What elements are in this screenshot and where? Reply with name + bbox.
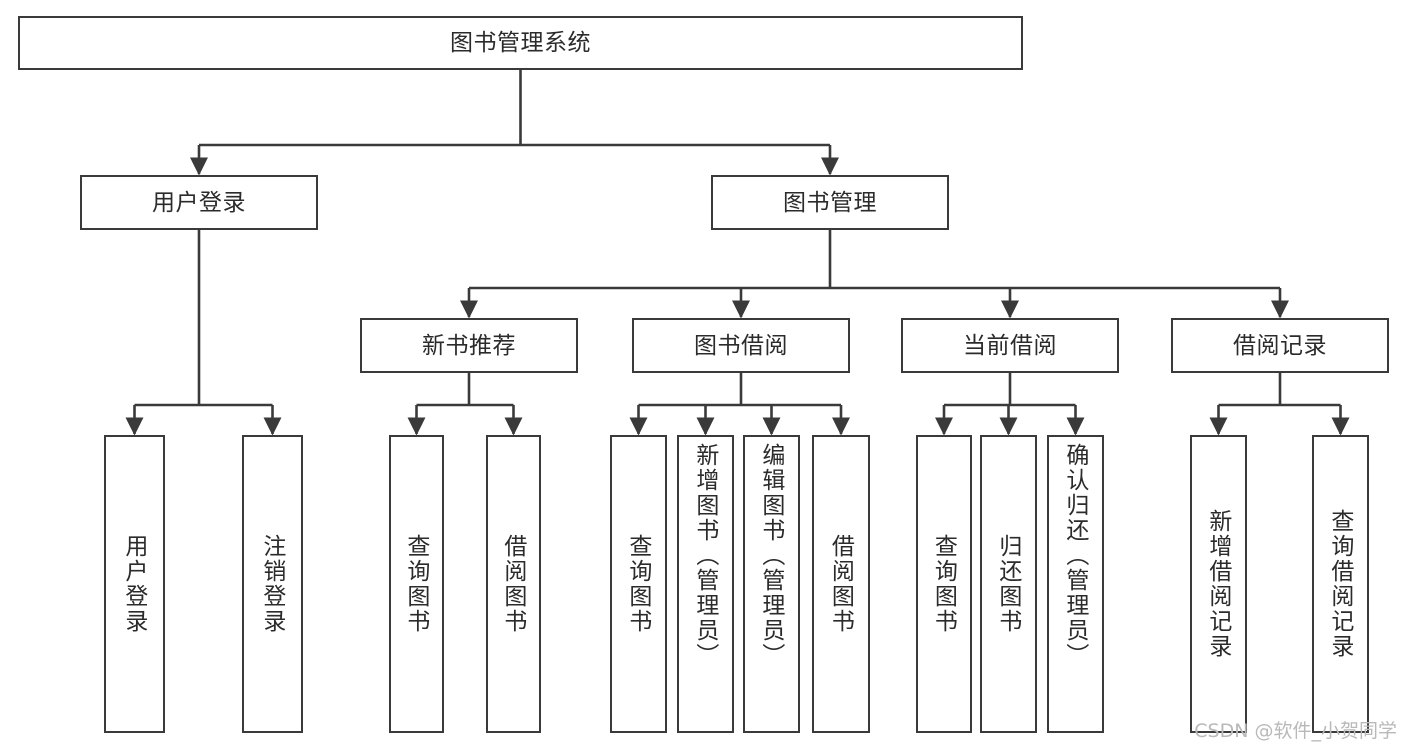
node-label: 查询图书	[403, 534, 430, 634]
node-leaf-query-book-2: 查询图书	[610, 435, 667, 733]
node-label: 编辑图书（管理员）	[758, 443, 785, 668]
watermark-text: CSDN @软件_小贺同学	[1194, 720, 1397, 742]
node-user-login: 用户登录	[80, 175, 318, 230]
node-label: 新增图书（管理员）	[692, 443, 719, 668]
node-book-borrow: 图书借阅	[632, 318, 850, 373]
node-label: 图书管理	[783, 188, 877, 215]
node-leaf-query-borrow-record: 查询借阅记录	[1312, 435, 1369, 733]
node-leaf-return-book: 归还图书	[980, 435, 1037, 733]
node-label: 当前借阅	[963, 331, 1057, 358]
node-leaf-query-book-3: 查询图书	[916, 435, 972, 733]
node-book-manage: 图书管理	[711, 175, 949, 230]
node-leaf-user-login: 用户登录	[104, 435, 165, 733]
node-label: 查询图书	[625, 534, 652, 634]
node-new-book-recommend: 新书推荐	[360, 318, 578, 373]
node-label: 确认归还（管理员）	[1062, 443, 1089, 668]
root-node-root: 图书管理系统	[18, 16, 1023, 70]
node-label: 借阅图书	[500, 534, 527, 634]
node-label: 注销登录	[259, 534, 286, 634]
node-leaf-logout-login: 注销登录	[242, 435, 303, 733]
node-current-borrow: 当前借阅	[901, 318, 1119, 373]
node-leaf-borrow-book-2: 借阅图书	[812, 435, 870, 733]
node-borrow-record: 借阅记录	[1171, 318, 1389, 373]
node-label: 图书借阅	[694, 331, 788, 358]
node-leaf-add-borrow-record: 新增借阅记录	[1190, 435, 1247, 733]
node-leaf-add-book-admin: 新增图书（管理员）	[677, 435, 734, 733]
node-label: 图书管理系统	[450, 29, 591, 56]
node-label: 归还图书	[995, 534, 1022, 634]
node-label: 用户登录	[121, 534, 148, 634]
node-label: 新增借阅记录	[1205, 509, 1232, 659]
node-leaf-confirm-return-admin: 确认归还（管理员）	[1047, 435, 1104, 733]
node-label: 借阅记录	[1233, 331, 1327, 358]
node-leaf-query-book-1: 查询图书	[389, 435, 444, 733]
node-label: 新书推荐	[422, 331, 516, 358]
node-label: 查询图书	[931, 534, 958, 634]
node-label: 借阅图书	[828, 534, 855, 634]
node-leaf-borrow-book-1: 借阅图书	[486, 435, 541, 733]
node-label: 用户登录	[152, 188, 246, 215]
node-leaf-edit-book-admin: 编辑图书（管理员）	[743, 435, 800, 733]
node-label: 查询借阅记录	[1327, 509, 1354, 659]
